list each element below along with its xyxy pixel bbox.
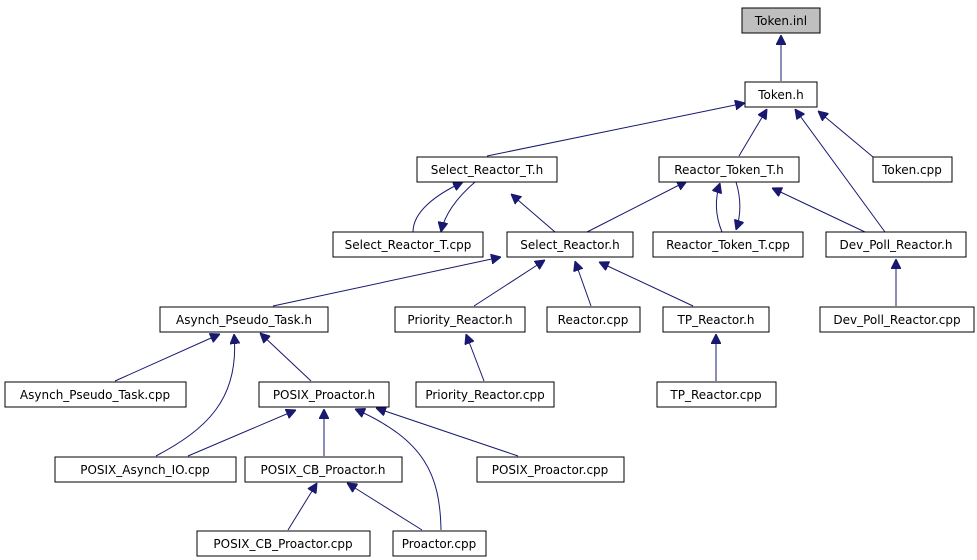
svg-text:Dev_Poll_Reactor.cpp: Dev_Poll_Reactor.cpp <box>833 313 960 327</box>
edge-select-reactor-t-cpp-to-select-reactor-t-h <box>412 182 463 233</box>
node-dev-poll-reactor-h[interactable]: Dev_Poll_Reactor.h <box>825 231 967 258</box>
node-posix-cb-proactor-h[interactable]: POSIX_CB_Proactor.h <box>244 456 403 483</box>
svg-text:Reactor.cpp: Reactor.cpp <box>558 313 629 327</box>
edge-tp-reactor-h-to-select-reactor-h <box>599 262 694 307</box>
svg-text:Select_Reactor_T.cpp: Select_Reactor_T.cpp <box>345 238 472 252</box>
svg-text:Proactor.cpp: Proactor.cpp <box>402 537 477 551</box>
svg-text:Priority_Reactor.h: Priority_Reactor.h <box>407 313 512 327</box>
svg-text:Asynch_Pseudo_Task.h: Asynch_Pseudo_Task.h <box>176 313 312 327</box>
svg-text:Token.h: Token.h <box>757 88 804 102</box>
svg-text:POSIX_Asynch_IO.cpp: POSIX_Asynch_IO.cpp <box>80 463 210 477</box>
node-token-cpp[interactable]: Token.cpp <box>872 156 953 183</box>
node-tp-reactor-cpp[interactable]: TP_Reactor.cpp <box>656 381 777 408</box>
node-select-reactor-t-cpp[interactable]: Select_Reactor_T.cpp <box>332 231 484 258</box>
edge-proactor-cpp-to-posix-proactor-h <box>355 409 442 531</box>
edge-priority-reactor-cpp-to-priority-reactor-h <box>466 334 485 382</box>
svg-text:Token.inl: Token.inl <box>754 14 807 28</box>
svg-text:Reactor_Token_T.h: Reactor_Token_T.h <box>674 163 784 177</box>
svg-text:Reactor_Token_T.cpp: Reactor_Token_T.cpp <box>666 238 790 252</box>
svg-text:Select_Reactor_T.h: Select_Reactor_T.h <box>431 163 543 177</box>
node-posix-asynch-io-cpp[interactable]: POSIX_Asynch_IO.cpp <box>54 456 237 483</box>
svg-text:POSIX_CB_Proactor.h: POSIX_CB_Proactor.h <box>261 463 386 477</box>
edges <box>114 35 896 531</box>
svg-text:Asynch_Pseudo_Task.cpp: Asynch_Pseudo_Task.cpp <box>20 388 170 402</box>
svg-text:POSIX_CB_Proactor.cpp: POSIX_CB_Proactor.cpp <box>213 537 352 551</box>
node-posix-proactor-cpp[interactable]: POSIX_Proactor.cpp <box>476 456 625 483</box>
edge-token-cpp-to-token-h <box>818 111 874 158</box>
node-dev-poll-reactor-cpp[interactable]: Dev_Poll_Reactor.cpp <box>819 306 975 333</box>
node-token-inl[interactable]: Token.inl <box>741 7 821 34</box>
edge-posix-proactor-h-to-asynch-pseudo-task-h <box>260 333 312 382</box>
node-priority-reactor-h[interactable]: Priority_Reactor.h <box>394 306 526 333</box>
edge-asynch-pseudo-task-cpp-to-asynch-pseudo-task-h <box>114 334 220 382</box>
node-reactor-cpp[interactable]: Reactor.cpp <box>546 306 641 333</box>
node-asynch-pseudo-task-h[interactable]: Asynch_Pseudo_Task.h <box>159 306 329 333</box>
node-select-reactor-h[interactable]: Select_Reactor.h <box>506 231 634 258</box>
node-asynch-pseudo-task-cpp[interactable]: Asynch_Pseudo_Task.cpp <box>4 381 187 408</box>
svg-text:TP_Reactor.cpp: TP_Reactor.cpp <box>669 388 761 402</box>
edge-reactor-token-t-cpp-to-reactor-token-t-h <box>716 183 723 233</box>
node-select-reactor-t-h[interactable]: Select_Reactor_T.h <box>416 156 558 183</box>
edge-reactor-cpp-to-select-reactor-h <box>575 261 592 307</box>
svg-text:POSIX_Proactor.cpp: POSIX_Proactor.cpp <box>492 463 609 477</box>
edge-asynch-pseudo-task-h-to-select-reactor-h <box>272 257 501 307</box>
svg-text:Priority_Reactor.cpp: Priority_Reactor.cpp <box>425 388 544 402</box>
svg-text:POSIX_Proactor.h: POSIX_Proactor.h <box>273 388 375 402</box>
edge-dev-poll-reactor-h-to-reactor-token-t-h <box>772 188 866 233</box>
edge-priority-reactor-h-to-select-reactor-h <box>473 260 545 307</box>
svg-text:TP_Reactor.h: TP_Reactor.h <box>677 313 755 327</box>
edge-select-reactor-t-h-to-select-reactor-t-cpp <box>441 181 476 232</box>
node-proactor-cpp[interactable]: Proactor.cpp <box>392 530 487 557</box>
edge-proactor-cpp-to-posix-cb-proactor-h <box>347 483 423 531</box>
edge-reactor-token-t-h-to-reactor-token-t-cpp <box>736 181 740 230</box>
edge-select-reactor-h-to-reactor-token-t-h <box>586 181 687 233</box>
svg-text:Select_Reactor.h: Select_Reactor.h <box>520 238 619 252</box>
node-token-h[interactable]: Token.h <box>744 81 818 108</box>
svg-text:Token.cpp: Token.cpp <box>881 163 942 177</box>
node-reactor-token-t-cpp[interactable]: Reactor_Token_T.cpp <box>652 231 804 258</box>
node-reactor-token-t-h[interactable]: Reactor_Token_T.h <box>658 156 800 183</box>
edge-dev-poll-reactor-h-to-token-h <box>795 109 886 233</box>
edge-posix-asynch-io-cpp-to-posix-proactor-h <box>187 410 296 457</box>
edge-select-reactor-t-h-to-token-h <box>486 103 745 157</box>
edge-posix-proactor-cpp-to-posix-proactor-h <box>376 408 519 457</box>
edge-posix-cb-proactor-cpp-to-posix-cb-proactor-h <box>287 483 317 531</box>
node-posix-cb-proactor-cpp[interactable]: POSIX_CB_Proactor.cpp <box>196 530 371 557</box>
node-priority-reactor-cpp[interactable]: Priority_Reactor.cpp <box>415 381 555 408</box>
edge-posix-asynch-io-cpp-to-asynch-pseudo-task-h <box>155 334 235 457</box>
node-tp-reactor-h[interactable]: TP_Reactor.h <box>662 306 770 333</box>
node-posix-proactor-h[interactable]: POSIX_Proactor.h <box>258 381 390 408</box>
nodes: Token.inl Token.h Select_Reactor_T.h Rea… <box>4 7 975 557</box>
svg-text:Dev_Poll_Reactor.h: Dev_Poll_Reactor.h <box>840 238 953 252</box>
edge-reactor-token-t-h-to-token-h <box>738 109 767 157</box>
edge-select-reactor-h-to-select-reactor-t-h <box>511 194 556 233</box>
